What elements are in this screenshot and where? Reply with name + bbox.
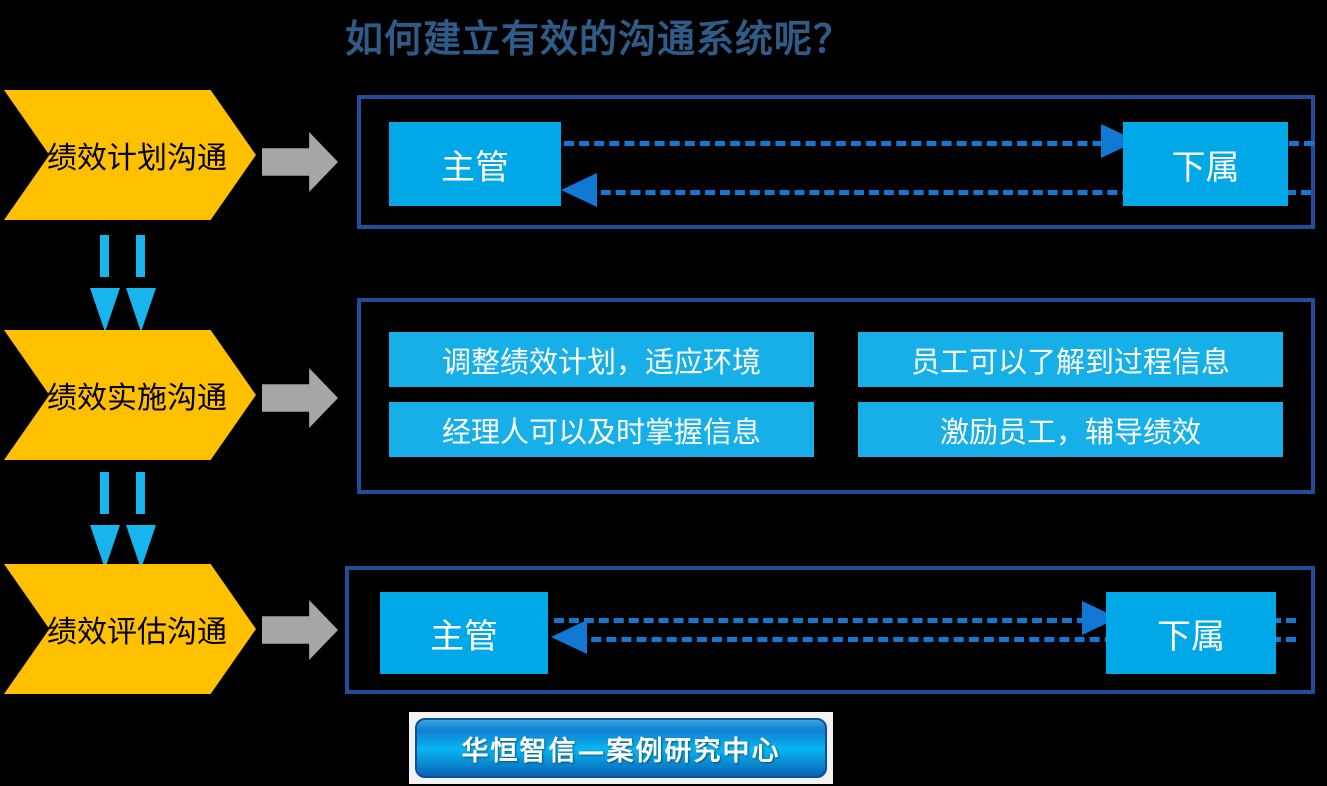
panel-plan: 主管 下属 — [357, 95, 1315, 229]
gray-arrow-icon-2 — [262, 368, 338, 428]
gray-arrow-glyph — [262, 368, 338, 428]
flow-line-up-plan — [571, 190, 1311, 195]
vertical-arrowhead — [126, 288, 156, 332]
stage-label: 绩效实施沟通 — [47, 381, 227, 416]
statement-bar[interactable]: 经理人可以及时掌握信息 — [389, 402, 814, 457]
role-box-supervisor-plan[interactable]: 主管 — [389, 122, 561, 206]
role-box-subordinate-plan[interactable]: 下属 — [1123, 122, 1288, 206]
vertical-arrowhead — [126, 525, 156, 569]
footer-badge-frame: 华恒智信—案例研究中心 — [409, 712, 833, 784]
vertical-arrow-stem — [100, 235, 109, 277]
role-box-supervisor-evaluate[interactable]: 主管 — [380, 592, 548, 674]
flow-line-down-plan — [564, 141, 1314, 146]
panel-execute: 调整绩效计划，适应环境 员工可以了解到过程信息 经理人可以及时掌握信息 激励员工… — [357, 298, 1315, 494]
gray-arrow-glyph — [262, 600, 338, 660]
statement-bar[interactable]: 调整绩效计划，适应环境 — [389, 332, 814, 387]
gray-arrow-glyph — [262, 132, 338, 192]
vertical-arrow-stem — [136, 472, 145, 514]
stage-label: 绩效计划沟通 — [47, 141, 227, 176]
footer-badge[interactable]: 华恒智信—案例研究中心 — [415, 718, 827, 778]
statement-bar[interactable]: 员工可以了解到过程信息 — [858, 332, 1283, 387]
arrowhead-left-plan — [561, 173, 597, 207]
gray-arrow-icon-1 — [262, 132, 338, 192]
flow-line-up-evaluate — [561, 637, 1296, 642]
stage-label: 绩效评估沟通 — [47, 615, 227, 650]
stage-chevron-execute[interactable]: 绩效实施沟通 — [1, 327, 259, 463]
stage-chevron-plan[interactable]: 绩效计划沟通 — [1, 87, 259, 223]
stage-chevron-evaluate[interactable]: 绩效评估沟通 — [1, 561, 259, 697]
arrowhead-left-evaluate — [551, 620, 587, 654]
statement-bar[interactable]: 激励员工，辅导绩效 — [858, 402, 1283, 457]
page-title: 如何建立有效的沟通系统呢？ — [345, 17, 853, 61]
panel-evaluate: 主管 下属 — [345, 566, 1315, 694]
vertical-arrowhead — [90, 525, 120, 569]
vertical-arrowhead — [90, 288, 120, 332]
gray-arrow-icon-3 — [262, 600, 338, 660]
role-box-subordinate-evaluate[interactable]: 下属 — [1106, 592, 1276, 674]
vertical-arrow-stem — [136, 235, 145, 277]
flow-line-down-evaluate — [554, 618, 1296, 623]
vertical-arrow-stem — [100, 472, 109, 514]
